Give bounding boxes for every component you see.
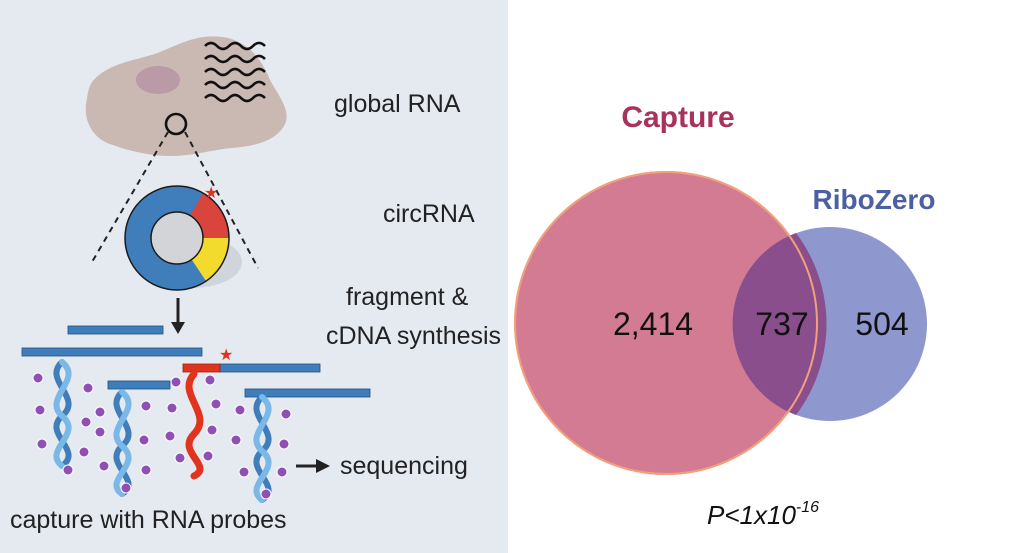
helix [113, 389, 132, 497]
star-icon: ★ [204, 185, 218, 202]
venn-value-ribozero-only: 504 [855, 306, 908, 342]
workflow-panel: global RNA ★ circRNA fragment & cDNA syn… [0, 0, 508, 553]
star-icon: ★ [219, 347, 233, 364]
capture-label: capture with RNA probes [10, 506, 287, 534]
venn-overlap [732, 233, 827, 415]
circrna-outline [124, 185, 230, 291]
probe-bar-red [182, 363, 221, 373]
step-label-circrna: circRNA [383, 200, 475, 228]
circrna-hole [151, 212, 203, 264]
probe-bar [21, 347, 203, 357]
zoom-circle [164, 112, 188, 136]
probe-bar [67, 325, 164, 335]
circrna-inner-outline [150, 211, 204, 265]
probe-bars [21, 325, 371, 398]
p-value: P<1x10-16 [707, 499, 819, 530]
probe-bar [107, 380, 171, 390]
circrna-ring: ★ [124, 185, 242, 291]
rna-strands [204, 41, 266, 103]
cell-illustration [85, 36, 287, 156]
venn-diagram: Capture RiboZero 2,414 737 504 P<1x10-16 [514, 101, 936, 530]
venn-title-ribozero: RiboZero [813, 184, 936, 215]
step-label-fragment-line2: cDNA synthesis [326, 322, 501, 350]
helix [253, 394, 272, 503]
step-label-global-rna: global RNA [334, 90, 461, 118]
zoom-lines [91, 131, 259, 269]
cell-body [85, 36, 287, 156]
circrna-red-segment [190, 193, 229, 238]
step-label-fragment-line1: fragment & [346, 283, 469, 311]
helix [53, 359, 72, 469]
probe-bar [219, 363, 321, 373]
venn-value-overlap: 737 [755, 306, 808, 342]
p-value-base: P<1x10 [707, 500, 796, 530]
beads [32, 372, 292, 500]
step-label-sequencing: sequencing [340, 452, 468, 480]
cell-nucleus [136, 66, 180, 94]
p-value-exponent: -16 [796, 499, 819, 516]
down-arrow-icon [171, 298, 185, 334]
helix-red [185, 370, 204, 480]
venn-value-capture-only: 2,414 [613, 306, 693, 342]
probe-bar [244, 388, 371, 398]
right-arrow-icon [296, 459, 330, 473]
venn-outline-capture [514, 171, 818, 475]
venn-title-capture: Capture [621, 101, 734, 134]
